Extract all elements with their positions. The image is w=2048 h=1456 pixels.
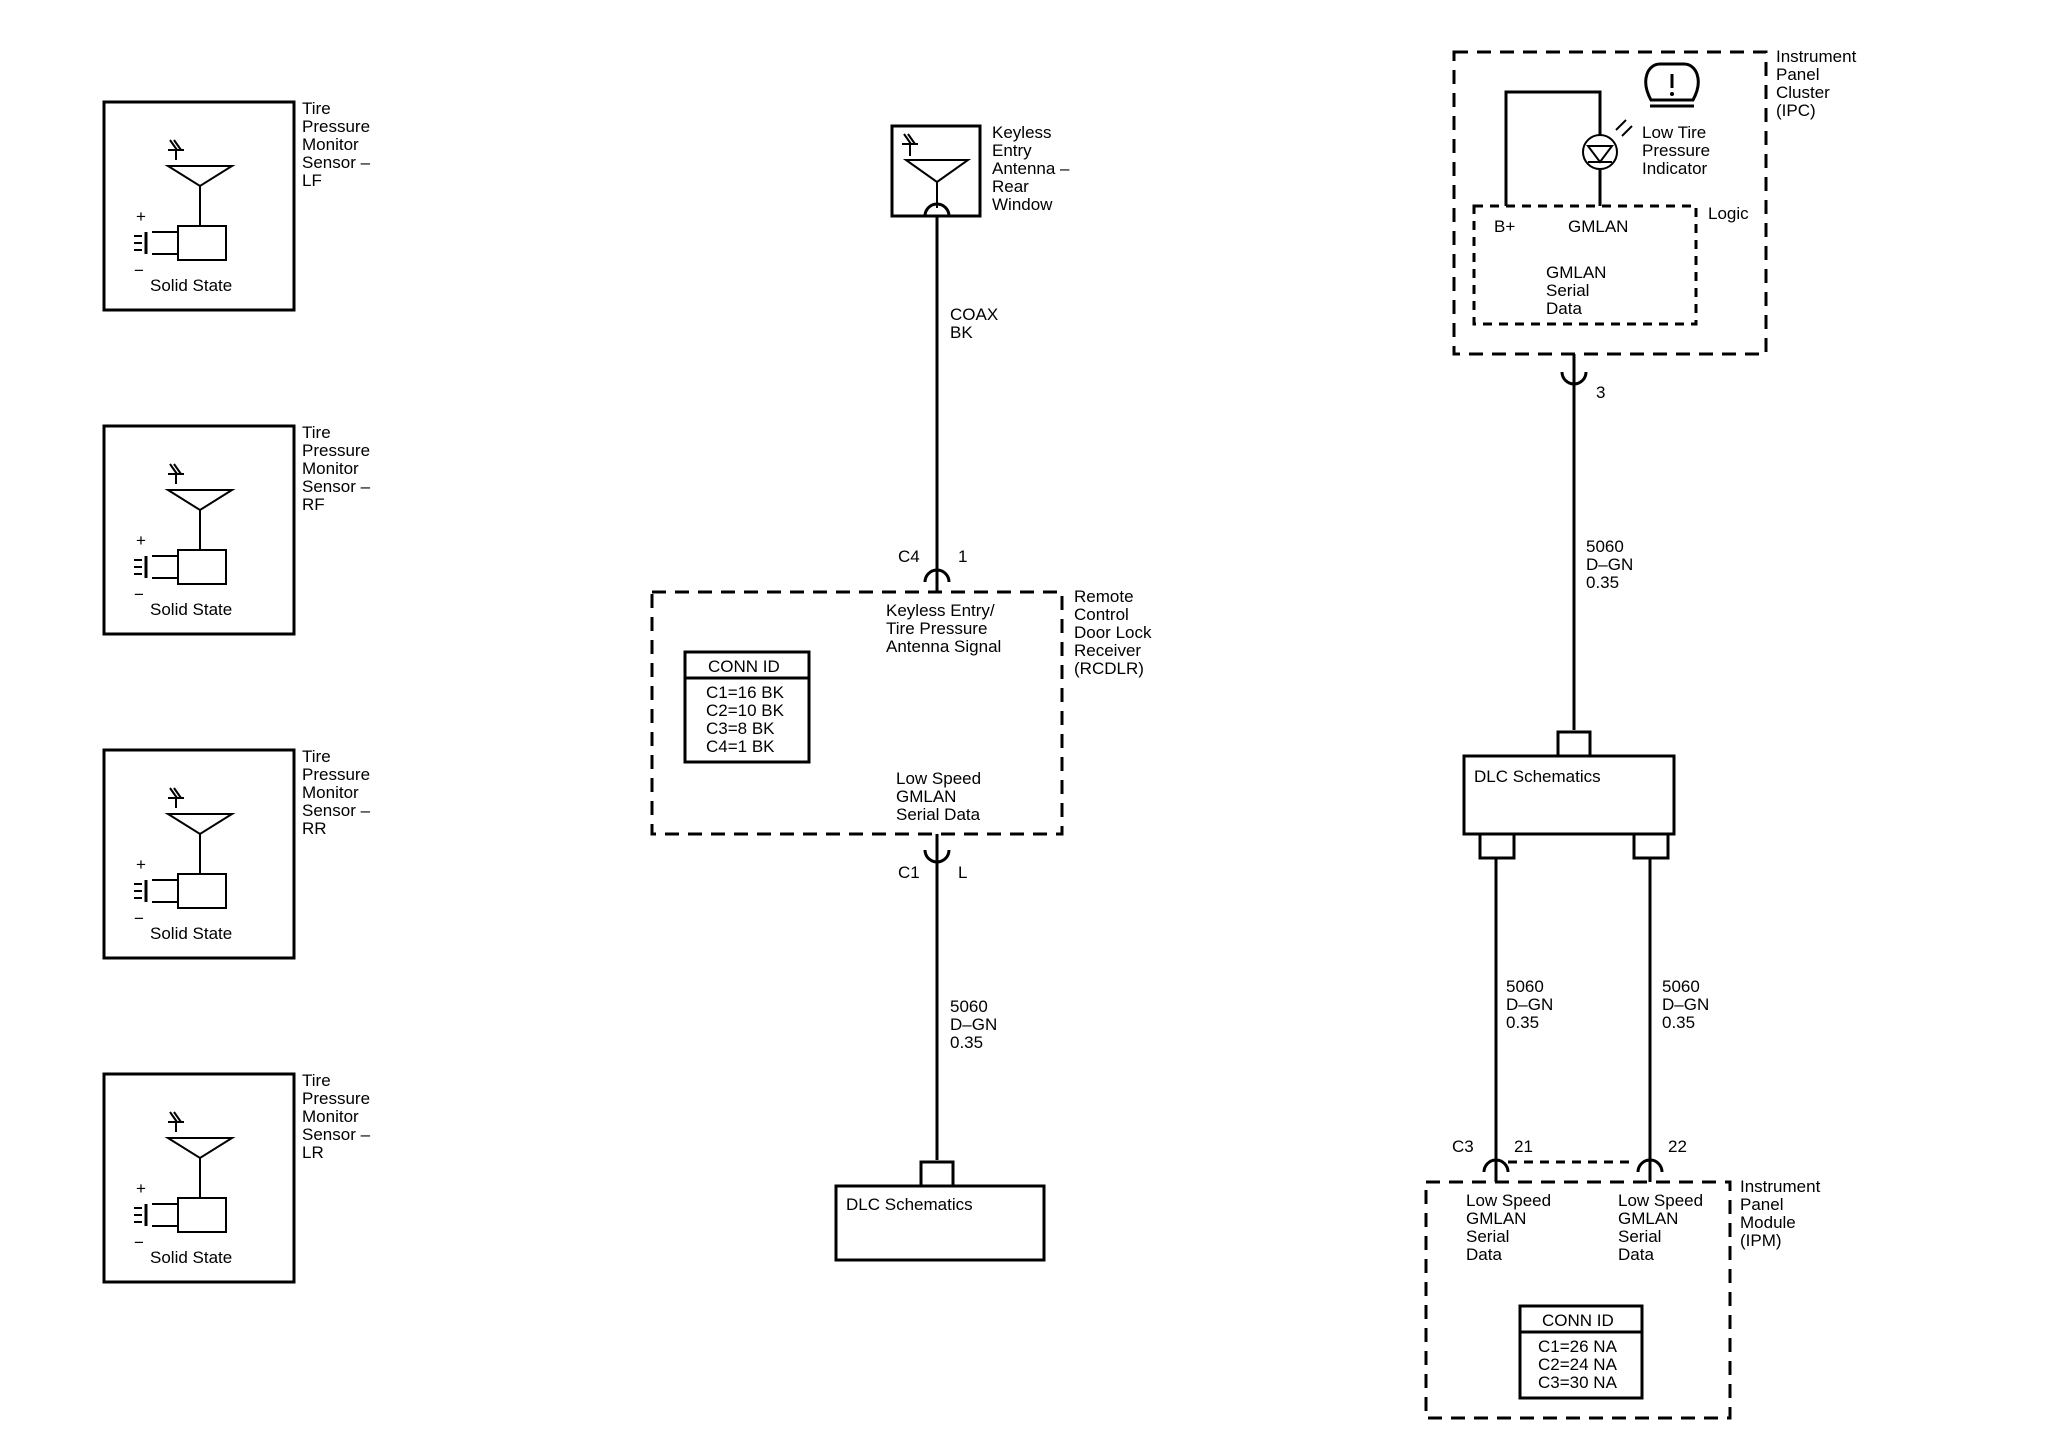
tpms-sensor-rf: + − Solid State Tire Pressure Monitor Se… (102, 423, 375, 636)
ipc-logic-outline (1472, 204, 1698, 326)
ipc-serial-data-label: GMLAN Serial Data (1546, 263, 1611, 318)
sensor-caption: Solid State (150, 276, 232, 295)
dlc-schematics-right: DLC Schematics (1462, 730, 1676, 860)
sensor-battery-icon: + − (134, 855, 227, 928)
rcdlr-conn-id-table: CONN ID C1=16 BK C2=10 BK C3=8 BK C4=1 B… (683, 650, 811, 764)
conn-id-row: C3=30 NA (1538, 1373, 1618, 1392)
sensor-antenna-icon (164, 1111, 236, 1198)
rcdlr-antenna-signal: Keyless Entry/ Tire Pressure Antenna Sig… (886, 601, 1001, 656)
ipc-name: Instrument Panel Cluster (IPC) (1776, 47, 1861, 120)
conn-id-row: C1=16 BK (706, 683, 785, 702)
pin-label: L (958, 863, 967, 882)
sensor-label: Tire Pressure Monitor Sensor – LF (302, 99, 375, 190)
rcdlr-outline (650, 590, 1064, 836)
coax-wire: COAX BK (935, 216, 1003, 570)
dlc-schematics-left: DLC Schematics (834, 1160, 1046, 1262)
rcdlr-top-connector: C4 1 (898, 547, 967, 592)
coax-wire-label: COAX BK (950, 305, 1003, 342)
ipm-connector-22: 22 (1636, 1137, 1687, 1182)
wire-label: 5060 D–GN 0.35 (1506, 977, 1558, 1032)
wire-label: 5060 D–GN 0.35 (1586, 537, 1638, 592)
dlc-label: DLC Schematics (846, 1195, 973, 1214)
indicator-label: Low Tire Pressure Indicator (1642, 123, 1715, 178)
ipm-right-gmlan-label: Low Speed GMLAN Serial Data (1618, 1191, 1708, 1264)
sensor-antenna-icon (164, 463, 236, 550)
pin-label: 22 (1668, 1137, 1687, 1156)
antenna-label: Keyless Entry Antenna – Rear Window (992, 123, 1074, 214)
svg-text:+: + (136, 855, 146, 874)
rcdlr-name: Remote Control Door Lock Receiver (RCDLR… (1074, 587, 1156, 678)
ipm-module: C3 21 22 Instrument Panel Module (IPM) L… (1424, 1137, 1825, 1420)
low-tire-pressure-icon (1644, 62, 1700, 108)
tpms-sensor-rr: + − Solid State Tire Pressure Monitor Se… (102, 747, 375, 960)
tpms-sensor-lf: + − Solid State Tire Pressure Monitor Se… (102, 99, 375, 312)
dlc-ipm-wire-right: 5060 D–GN 0.35 (1648, 858, 1714, 1160)
conn-id-row: C4=1 BK (706, 737, 775, 756)
pin-label: 21 (1514, 1137, 1533, 1156)
connector-label: C4 (898, 547, 920, 566)
sensor-caption: Solid State (150, 924, 232, 943)
sensor-caption: Solid State (150, 600, 232, 619)
svg-text:+: + (136, 1179, 146, 1198)
ipm-left-gmlan-label: Low Speed GMLAN Serial Data (1466, 1191, 1556, 1264)
indicator-lamp-icon (1582, 119, 1633, 170)
pin-label: 1 (958, 547, 967, 566)
ipm-name: Instrument Panel Module (IPM) (1740, 1177, 1825, 1250)
gmlan-label: GMLAN (1568, 217, 1628, 236)
wire-label: 5060 D–GN 0.35 (950, 997, 1002, 1052)
logic-label: Logic (1708, 204, 1749, 223)
rcdlr-gmlan-label: Low Speed GMLAN Serial Data (896, 769, 986, 824)
svg-text:+: + (136, 207, 146, 226)
sensor-label: Tire Pressure Monitor Sensor – RR (302, 747, 375, 838)
sensor-label: Tire Pressure Monitor Sensor – RF (302, 423, 375, 514)
conn-id-title: CONN ID (1542, 1311, 1614, 1330)
sensor-label: Tire Pressure Monitor Sensor – LR (302, 1071, 375, 1162)
ipc-outline (1452, 50, 1768, 356)
sensor-battery-icon: + − (134, 207, 227, 280)
conn-id-row: C2=24 NA (1538, 1355, 1618, 1374)
rcdlr-bottom-connector: C1 L (898, 834, 967, 882)
sensor-battery-icon: + − (134, 531, 227, 604)
ipc-connector: 3 (1560, 354, 1605, 402)
svg-text:+: + (136, 531, 146, 550)
ipm-connector-21: C3 21 (1452, 1137, 1533, 1182)
sensor-battery-icon: + − (134, 1179, 227, 1252)
sensor-antenna-icon (164, 787, 236, 874)
sensor-antenna-icon (164, 139, 236, 226)
svg-text:−: − (134, 585, 144, 604)
rcdlr-to-dlc-wire: 5060 D–GN 0.35 (935, 850, 1002, 1160)
ipc-to-dlc-wire: 5060 D–GN 0.35 (1572, 372, 1638, 730)
svg-text:−: − (134, 909, 144, 928)
dlc-label: DLC Schematics (1474, 767, 1601, 786)
tpms-sensor-lr: + − Solid State Tire Pressure Monitor Se… (102, 1071, 375, 1284)
antenna-icon (902, 133, 972, 217)
b-plus-label: B+ (1494, 217, 1515, 236)
rcdlr-module: C4 1 Remote Control Door Lock Receiver (… (650, 547, 1156, 882)
connector-label: C1 (898, 863, 920, 882)
svg-text:−: − (134, 1233, 144, 1252)
ipm-outline (1424, 1180, 1732, 1420)
ipm-conn-id-table: CONN ID C1=26 NA C2=24 NA C3=30 NA (1518, 1304, 1644, 1400)
conn-id-title: CONN ID (708, 657, 780, 676)
ipc-module: Instrument Panel Cluster (IPC) Low Tire … (1452, 47, 1861, 402)
connector-label: C3 (1452, 1137, 1474, 1156)
svg-text:−: − (134, 261, 144, 280)
wire-label: 5060 D–GN 0.35 (1662, 977, 1714, 1032)
dlc-ipm-wire-left: 5060 D–GN 0.35 (1494, 858, 1558, 1160)
sensor-caption: Solid State (150, 1248, 232, 1267)
keyless-entry-antenna: Keyless Entry Antenna – Rear Window (890, 123, 1074, 218)
pin-label: 3 (1596, 383, 1605, 402)
conn-id-row: C2=10 BK (706, 701, 785, 720)
conn-id-row: C3=8 BK (706, 719, 775, 738)
conn-id-row: C1=26 NA (1538, 1337, 1618, 1356)
ipc-b-plus-wire (1504, 90, 1602, 206)
